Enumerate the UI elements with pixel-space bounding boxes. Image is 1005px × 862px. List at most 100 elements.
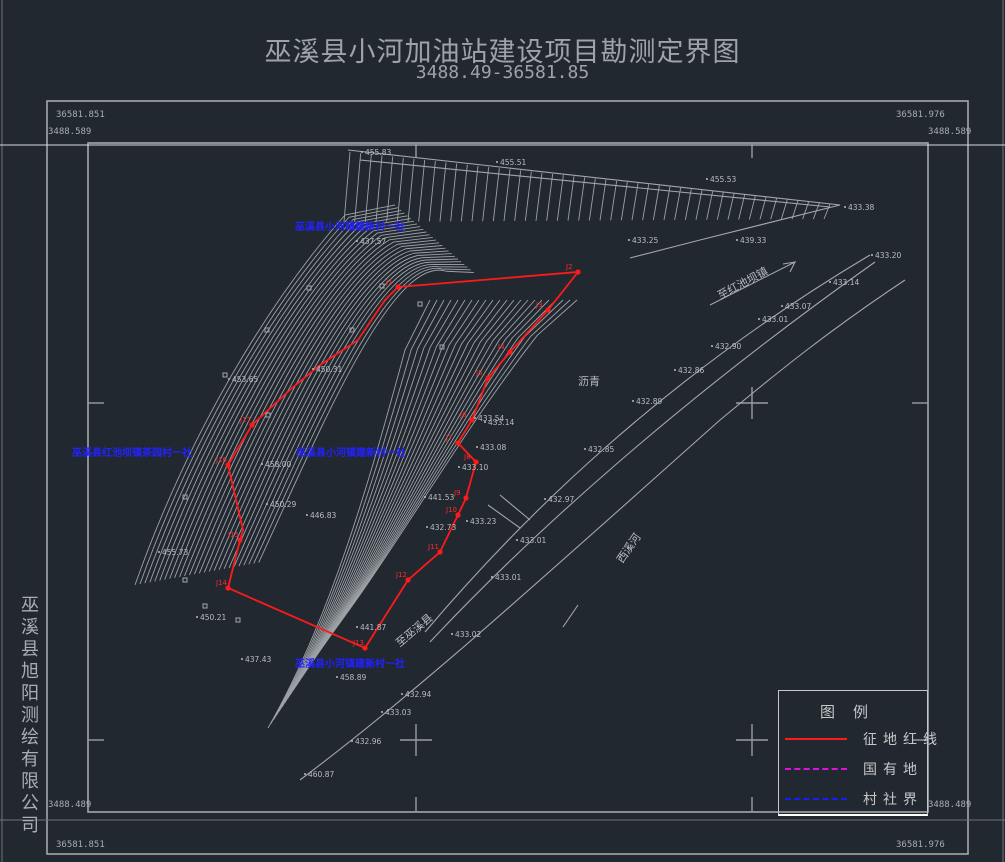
- elevation-label: 453.65: [232, 375, 258, 384]
- parcel-point-label: J8: [463, 453, 471, 461]
- elevation-dot: [351, 740, 353, 742]
- survey-marker: [306, 285, 312, 291]
- terrain-hachure: [343, 151, 831, 223]
- elevation-dot: [711, 345, 713, 347]
- elevation-dot: [628, 239, 630, 241]
- corner-top-right-y: 3488.589: [928, 127, 972, 137]
- parcel-point-marker: [575, 269, 581, 275]
- elevation-label: 433.08: [480, 443, 506, 452]
- survey-marker: [182, 577, 188, 583]
- elevation-label: 433.02: [455, 630, 481, 639]
- survey-marker: [379, 283, 385, 289]
- elevation-dot: [458, 466, 460, 468]
- parcel-point-marker: [437, 549, 443, 555]
- elevation-label: 433.10: [462, 463, 488, 472]
- parcel-point-marker: [249, 422, 255, 428]
- legend-item-village-boundary: 村社界: [785, 789, 925, 809]
- grid-crosses: [88, 143, 928, 812]
- parcel-point-label: J12: [395, 571, 407, 579]
- elevation-dot: [516, 539, 518, 541]
- survey-marker: [222, 372, 228, 378]
- elevation-label: 433.23: [470, 517, 496, 526]
- road-lines: [299, 149, 906, 781]
- elevation-label: 437.57: [360, 237, 386, 246]
- elevation-dot: [584, 448, 586, 450]
- parcel-point-marker: [225, 462, 231, 468]
- village-label-north: 巫溪县小河镇建新村一社: [295, 222, 405, 233]
- parcel-point-label: J17: [239, 416, 251, 424]
- parcel-point-label: J6: [459, 411, 467, 419]
- elevation-dot: [632, 400, 634, 402]
- parcel-point-marker: [507, 349, 513, 355]
- parcel-point-label: J1: [385, 278, 393, 286]
- parcel-point-label: J13: [352, 639, 364, 647]
- elevation-dot: [158, 551, 160, 553]
- elevation-dot: [451, 633, 453, 635]
- survey-marker: [265, 412, 271, 418]
- village-label-center: 巫溪县小河镇建新村一社: [296, 448, 406, 459]
- parcel-point-label: J4: [497, 343, 505, 351]
- elevation-label: 432.85: [588, 445, 614, 454]
- survey-marker: [417, 301, 423, 307]
- elevation-dot: [356, 626, 358, 628]
- elevation-dot: [401, 693, 403, 695]
- elevation-dot: [844, 206, 846, 208]
- parcel-point-marker: [455, 440, 461, 446]
- elevation-dot: [466, 520, 468, 522]
- elevation-dot: [706, 178, 708, 180]
- survey-marker: [202, 603, 208, 609]
- legend-label-redline: 征地红线: [863, 732, 943, 748]
- elevation-label: 450.29: [270, 500, 296, 509]
- elevation-dot: [196, 616, 198, 618]
- village-label-west: 巫溪县红池坝镇茶园村一社: [72, 448, 192, 459]
- parcel-point-label: J5: [475, 369, 483, 377]
- parcel-point-marker: [395, 284, 401, 290]
- elevation-dot: [266, 503, 268, 505]
- elevation-label: 432.97: [548, 495, 574, 504]
- elevation-dot: [474, 417, 476, 419]
- elevation-dot: [304, 773, 306, 775]
- elevation-dot: [306, 514, 308, 516]
- map-subtitle: 3488.49-36581.85: [415, 62, 590, 83]
- survey-marker: [439, 344, 445, 350]
- elevation-label: 439.33: [740, 236, 766, 245]
- parcel-point-label: J11: [427, 543, 439, 551]
- survey-marker: [235, 617, 241, 623]
- elevation-label: 433.14: [833, 278, 859, 287]
- elevation-dot: [312, 368, 314, 370]
- elevation-dot: [758, 318, 760, 320]
- parcel-point-label: J16: [215, 456, 228, 464]
- elevation-dot: [426, 526, 428, 528]
- elevation-label: 437.43: [245, 655, 271, 664]
- elevation-label: 432.86: [678, 366, 704, 375]
- corner-bottom-left-x: 36581.851: [56, 840, 105, 850]
- map-title: 巫溪县小河加油站建设项目勘测定界图: [264, 37, 741, 68]
- elevation-label: 433.25: [632, 236, 658, 245]
- parcel-point-label: J2: [565, 263, 573, 271]
- parcel-point-label: J9: [453, 489, 461, 497]
- elevation-dot: [736, 239, 738, 241]
- company-name: 巫溪县旭阳测绘有限公司: [21, 595, 39, 836]
- elevation-label: 458.89: [340, 673, 366, 682]
- parcel-point-label: J7: [445, 434, 453, 442]
- elevation-dot: [241, 658, 243, 660]
- elevation-dot: [829, 281, 831, 283]
- elevation-label: 441.87: [360, 623, 386, 632]
- place-label-asphalt: 沥青: [578, 375, 600, 388]
- legend-item-stateland: 国有地: [785, 759, 925, 779]
- corner-top-left-y: 3488.589: [48, 127, 92, 137]
- elevation-dot: [424, 496, 426, 498]
- elevation-label: 455.83: [365, 148, 391, 157]
- parcel-point-marker: [485, 375, 491, 381]
- elevation-dot: [261, 463, 263, 465]
- legend-label-stateland: 国有地: [863, 762, 923, 778]
- parcel-point-marker: [405, 577, 411, 583]
- parcel-point-marker: [225, 585, 231, 591]
- legend-title: 图例: [819, 703, 886, 721]
- parcel-point-marker: [545, 307, 551, 313]
- map-legend: 图例 征地红线 国有地 村社界: [778, 690, 937, 816]
- elevation-label: 433.14: [488, 418, 514, 427]
- legend-swatch-village-boundary: [785, 798, 847, 800]
- elevation-dot: [674, 369, 676, 371]
